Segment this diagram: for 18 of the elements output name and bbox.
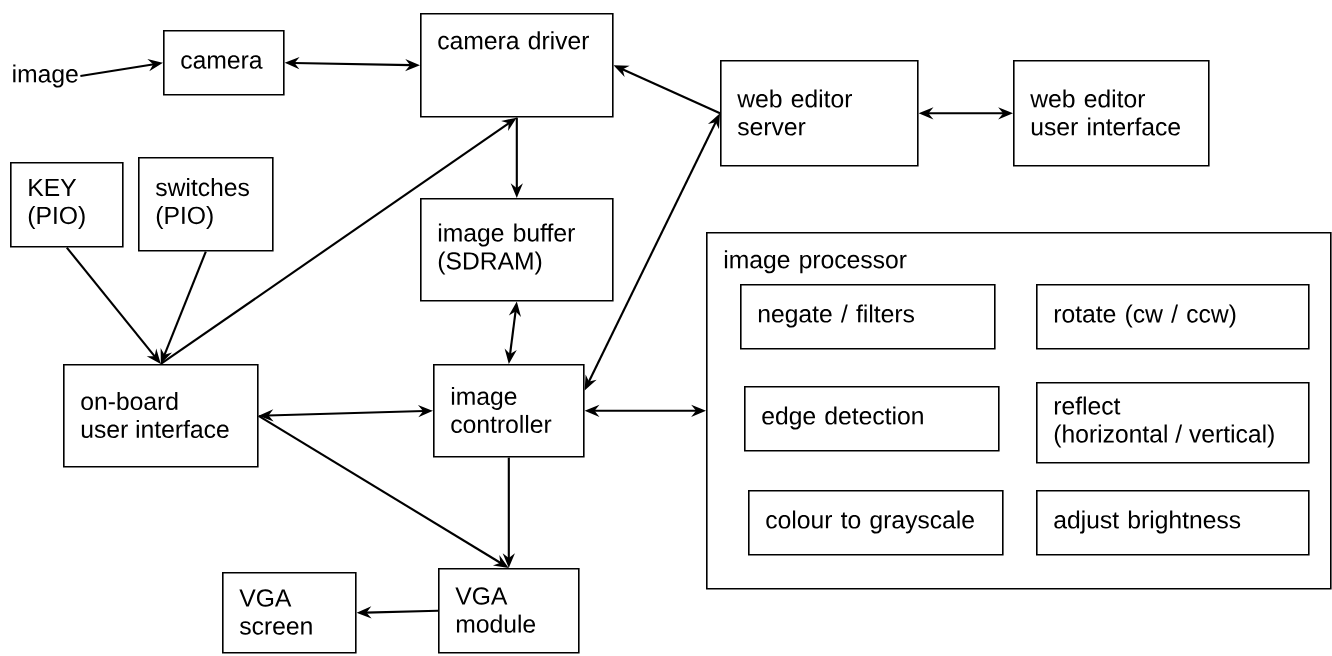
process-box: web editor user interface: [1013, 60, 1210, 167]
process-box: camera driver: [420, 13, 614, 118]
process-box: image controller: [433, 364, 585, 458]
process-box: KEY (PIO): [10, 162, 124, 248]
process-box: switches (PIO): [138, 157, 274, 252]
label-text: image: [13, 64, 78, 88]
process-box: edge detection: [744, 386, 1000, 452]
process-box: camera: [163, 30, 285, 96]
process-box: colour to grayscale: [748, 490, 1004, 556]
process-box: adjust brightness: [1036, 490, 1310, 556]
process-box: web editor server: [720, 60, 919, 167]
process-box: rotate (cw / ccw): [1036, 284, 1310, 350]
process-box: VGA module: [438, 568, 580, 654]
process-box: on-board user interface: [63, 364, 259, 468]
process-box: VGA screen: [222, 572, 357, 654]
process-box: reflect (horizontal / vertical): [1036, 382, 1310, 464]
process-box: negate / filters: [740, 284, 996, 350]
process-box: image buffer (SDRAM): [420, 198, 614, 302]
